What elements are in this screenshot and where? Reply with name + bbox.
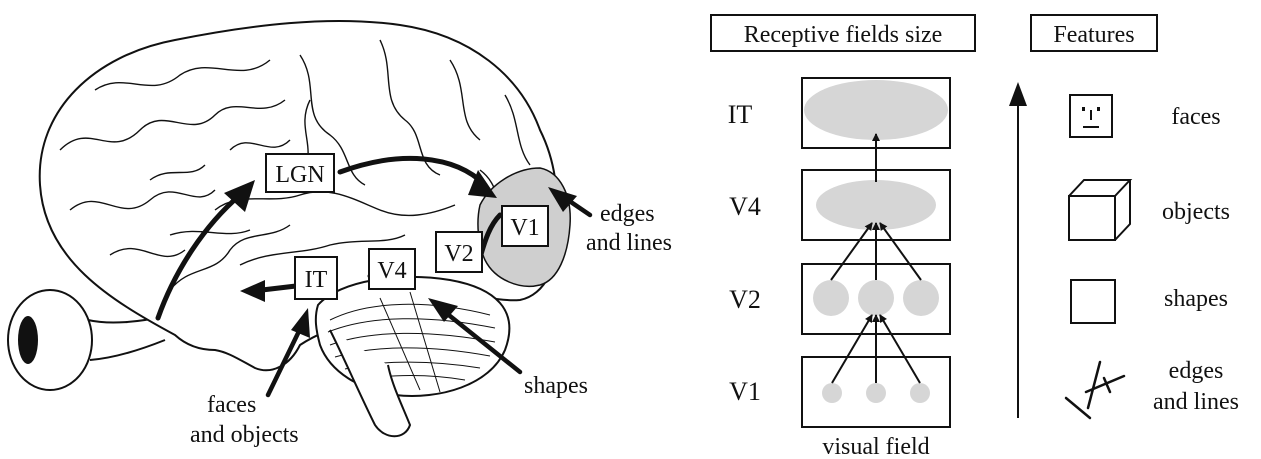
feature-label-faces: faces	[1171, 104, 1220, 130]
region-v2-label: V2	[444, 241, 473, 267]
region-it-label: IT	[305, 267, 328, 293]
annotation-faces-line2: and objects	[190, 422, 299, 448]
visual-field-label: visual field	[822, 434, 929, 459]
brain-illustration: LGN V1 V2 V4 IT edges and lines shapes f…	[8, 21, 672, 448]
region-v1-box: V1	[502, 206, 548, 246]
region-lgn-box: LGN	[266, 154, 334, 192]
level-label-v1: V1	[729, 377, 761, 406]
region-v1-label: V1	[510, 215, 539, 241]
rf-v1-center	[866, 383, 886, 403]
annotation-shapes: shapes	[524, 373, 588, 399]
region-it-box: IT	[295, 257, 337, 299]
features-panel: Features faces objects shapes edges a	[1031, 15, 1239, 418]
rf-v2-center	[858, 280, 894, 316]
annotation-faces-line1: faces	[207, 392, 256, 418]
receptive-fields-panel: Receptive fields size IT V4 V2 V1 vi	[711, 15, 1027, 459]
level-label-v2: V2	[729, 285, 761, 314]
feature-label-objects: objects	[1162, 199, 1230, 225]
region-v2-box: V2	[436, 232, 482, 272]
annotation-edges-line1: edges	[600, 201, 655, 227]
annotation-edges-line2: and lines	[586, 230, 672, 256]
feature-label-edges-line2: and lines	[1153, 389, 1239, 415]
rf-v4	[816, 180, 936, 230]
face-icon	[1070, 95, 1112, 137]
cube-icon	[1069, 180, 1130, 240]
rf-v1-right	[910, 383, 930, 403]
level-label-it: IT	[728, 100, 753, 129]
rf-v1-left	[822, 383, 842, 403]
rf-v2-left	[813, 280, 849, 316]
feature-label-edges-line1: edges	[1169, 358, 1224, 384]
receptive-title: Receptive fields size	[744, 22, 943, 48]
region-v4-label: V4	[377, 258, 406, 284]
region-v4-box: V4	[369, 249, 415, 289]
level-label-v4: V4	[729, 192, 761, 221]
cerebellum	[316, 277, 510, 396]
rf-v2-right	[903, 280, 939, 316]
lines-icon	[1066, 362, 1124, 418]
rf-it	[804, 80, 948, 140]
feature-label-shapes: shapes	[1164, 286, 1228, 312]
hierarchy-arrowhead	[1009, 82, 1027, 106]
features-title: Features	[1053, 22, 1134, 48]
region-lgn-label: LGN	[275, 162, 324, 188]
square-icon	[1071, 280, 1115, 323]
